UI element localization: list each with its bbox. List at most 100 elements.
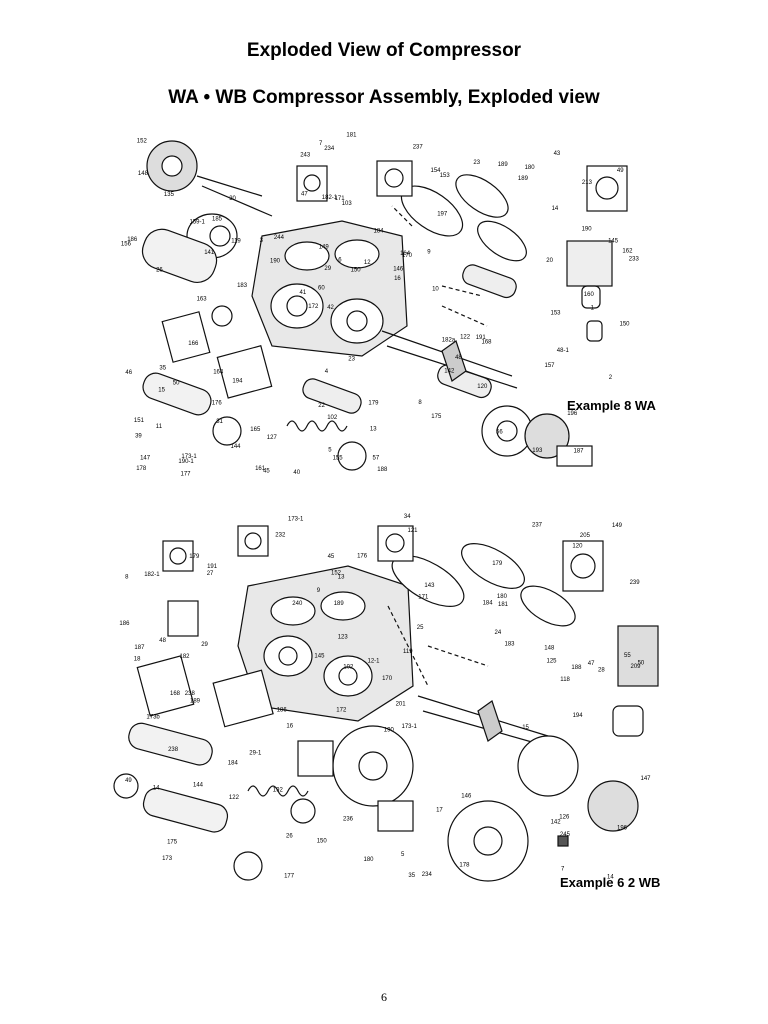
exploded-view-drawing-62wb: 173-1179209172173-1238182-1184173b171170…	[113, 514, 659, 882]
part-number-label: 49	[617, 168, 624, 174]
part-number-label: 243	[300, 152, 311, 158]
part-number-label: 9	[317, 588, 321, 594]
part-number-label: 119	[403, 649, 413, 655]
part-number-label: 14	[153, 786, 160, 792]
part-number-label: 141	[204, 250, 215, 256]
part-number-label: 6	[338, 257, 342, 263]
part-number-label: 23	[348, 357, 355, 363]
part-number-label: 47	[301, 192, 308, 198]
part-number-label: 181	[498, 602, 509, 608]
part-number-label: 121	[408, 528, 419, 534]
part-number-label: 153	[551, 310, 562, 316]
part-number-label: 56	[496, 430, 503, 436]
part-number-label: 177	[181, 472, 192, 478]
part-number-label: 209	[631, 664, 642, 670]
part-number-label: 173	[162, 856, 173, 862]
part-number-label: 41	[300, 290, 307, 296]
part-number-label: 187	[134, 645, 145, 651]
part-number-label: 146	[461, 793, 472, 799]
part-number-label: 120	[477, 384, 488, 390]
part-number-label: 4	[325, 369, 329, 375]
part-number-label: 122	[460, 335, 471, 341]
part-number-label: 191	[476, 335, 487, 341]
part-number-label: 238	[185, 691, 196, 697]
part-number-label: 147	[641, 776, 652, 782]
part-number-label: 20	[546, 258, 553, 264]
part-number-label: 46	[125, 370, 132, 376]
part-number-label: 173-1	[288, 517, 304, 523]
part-number-label: 45	[328, 554, 335, 560]
part-number-label: 165	[250, 427, 261, 433]
part-number-label: 152	[137, 138, 148, 144]
part-number-label: 118	[560, 677, 570, 683]
part-number-label: 5	[328, 448, 332, 454]
part-number-label: 177	[284, 874, 295, 880]
part-number-label: 182a	[442, 337, 456, 343]
part-number-label: 175	[167, 840, 178, 846]
part-number-label: 123	[338, 635, 349, 641]
part-number-label: 148	[138, 171, 149, 177]
part-number-label: 159-1	[190, 219, 206, 225]
part-number-label: 237	[413, 145, 424, 151]
part-number-label: 180	[364, 857, 375, 863]
part-number-label: 12	[364, 260, 371, 266]
part-number-label: 193	[532, 448, 543, 454]
part-number-label: 151	[134, 418, 145, 424]
part-number-label: 149	[319, 245, 330, 251]
part-number-label: 182-1	[322, 195, 338, 201]
part-number-label: 145	[608, 239, 619, 245]
part-number-label: 142	[551, 820, 562, 826]
part-number-label: 154	[431, 168, 442, 174]
part-number-label: 26	[156, 268, 163, 274]
part-number-label: 48	[159, 638, 166, 644]
part-number-label: 149	[612, 523, 623, 529]
part-number-label: 173b	[146, 715, 160, 721]
part-number-label: 30	[229, 196, 236, 202]
part-number-label: 142	[444, 368, 455, 374]
part-number-label: 29	[324, 266, 331, 272]
part-number-label: 194	[232, 379, 243, 385]
part-number-label: 236	[343, 817, 354, 823]
part-number-label: 234	[422, 872, 433, 878]
part-number-label: 8	[125, 575, 129, 581]
part-number-label: 205	[580, 533, 591, 539]
part-number-label: 2	[609, 375, 613, 381]
part-number-label: 122	[229, 795, 240, 801]
part-number-label: 189	[498, 162, 509, 168]
part-number-label: 127	[267, 435, 278, 441]
part-number-label: 150	[351, 268, 362, 274]
part-number-label: 45	[263, 468, 270, 474]
part-number-label: 186	[119, 621, 130, 627]
part-number-label: 40	[293, 470, 300, 476]
part-number-label: 196	[567, 411, 578, 417]
part-number-label: 26	[286, 834, 293, 840]
part-number-label: 11	[156, 424, 163, 430]
part-number-label: 168	[482, 339, 493, 345]
part-number-label: 234	[324, 146, 335, 152]
part-number-label: 103	[342, 201, 353, 207]
part-number-label: 190	[270, 258, 281, 264]
part-number-label: 173-1	[181, 454, 197, 460]
page-number: 6	[381, 990, 387, 1004]
part-number-label: 148	[544, 646, 555, 652]
part-number-label: 171	[418, 594, 429, 600]
part-number-label: 190	[384, 728, 395, 734]
part-number-label: 47	[588, 661, 595, 667]
part-number-label: 13	[370, 427, 377, 433]
part-number-label: 188	[571, 665, 582, 671]
part-number-label: 161	[255, 466, 266, 472]
part-number-label: 15	[522, 725, 529, 731]
part-number-label: 179	[492, 561, 503, 567]
part-number-label: 190	[582, 227, 593, 233]
part-number-label: 156	[121, 242, 132, 248]
part-number-label: 48	[455, 355, 462, 361]
part-number-label: 143	[424, 583, 435, 589]
part-number-label: 187	[574, 448, 585, 454]
figure-caption-8wa: Example 8 WA	[567, 398, 656, 413]
part-number-label: 157	[545, 363, 556, 369]
part-number-label: 175	[431, 414, 442, 420]
part-number-label: 50	[173, 381, 180, 387]
part-number-label: 189	[518, 176, 529, 182]
part-number-label: 48-1	[557, 348, 570, 354]
part-number-label: 119	[231, 238, 241, 244]
